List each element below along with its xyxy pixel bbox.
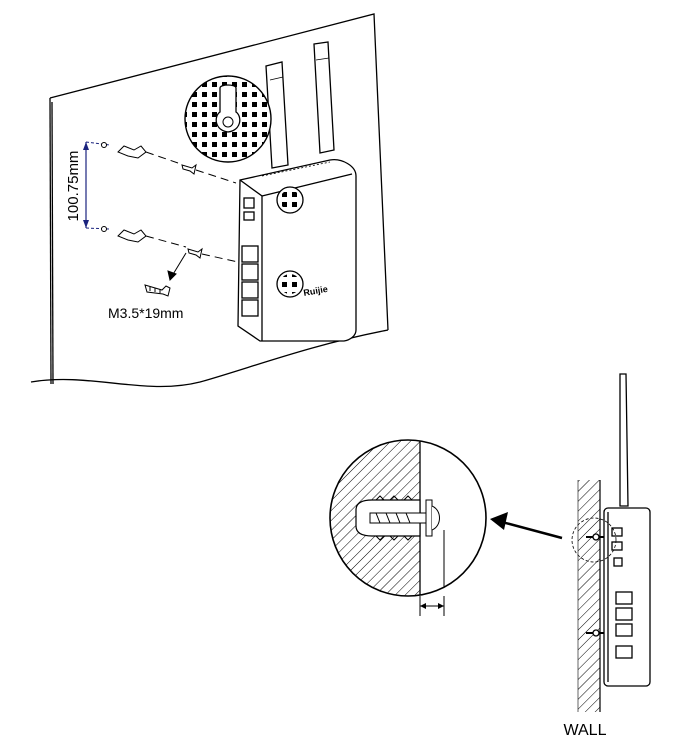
anchor-detail-magnifier <box>329 439 487 616</box>
screw-lower <box>187 247 239 263</box>
device-top-view: Ruijie <box>237 41 357 342</box>
callout-arrow <box>490 512 563 540</box>
mounting-hole-magnifier <box>184 75 272 163</box>
side-ports <box>241 197 259 317</box>
lan-port <box>241 299 259 317</box>
wall-anchors <box>101 142 239 297</box>
antenna <box>619 373 629 507</box>
wall-section <box>577 480 601 712</box>
screw-size-label: M3.5*19mm <box>108 305 183 321</box>
lan-port <box>615 607 633 621</box>
lan-port <box>241 245 259 263</box>
anchor-lower <box>117 229 187 248</box>
lan-port <box>241 281 259 299</box>
wall-hole <box>101 142 107 148</box>
antenna-left <box>265 61 289 169</box>
spacing-label: 100.75mm <box>65 151 82 222</box>
device-side-view <box>586 373 651 687</box>
wall-hole <box>101 226 107 232</box>
device-logo: Ruijie <box>303 284 329 298</box>
anchor-upper <box>117 145 179 164</box>
antenna-right <box>313 41 335 154</box>
lan-port <box>241 263 259 281</box>
top-wall-mount-figure: 100.75mm <box>30 13 389 388</box>
wall-panel <box>30 13 389 388</box>
wall-label: WALL <box>564 722 607 739</box>
bottom-side-view-figure: WALL <box>329 373 651 739</box>
screw-spacing-dimension: 100.75mm <box>65 141 111 230</box>
screw-upper <box>181 163 237 184</box>
detail-highlight <box>571 517 617 563</box>
lan-port <box>615 591 633 605</box>
lan-port <box>615 645 633 659</box>
loose-screw <box>144 284 171 297</box>
lan-port <box>615 623 633 637</box>
